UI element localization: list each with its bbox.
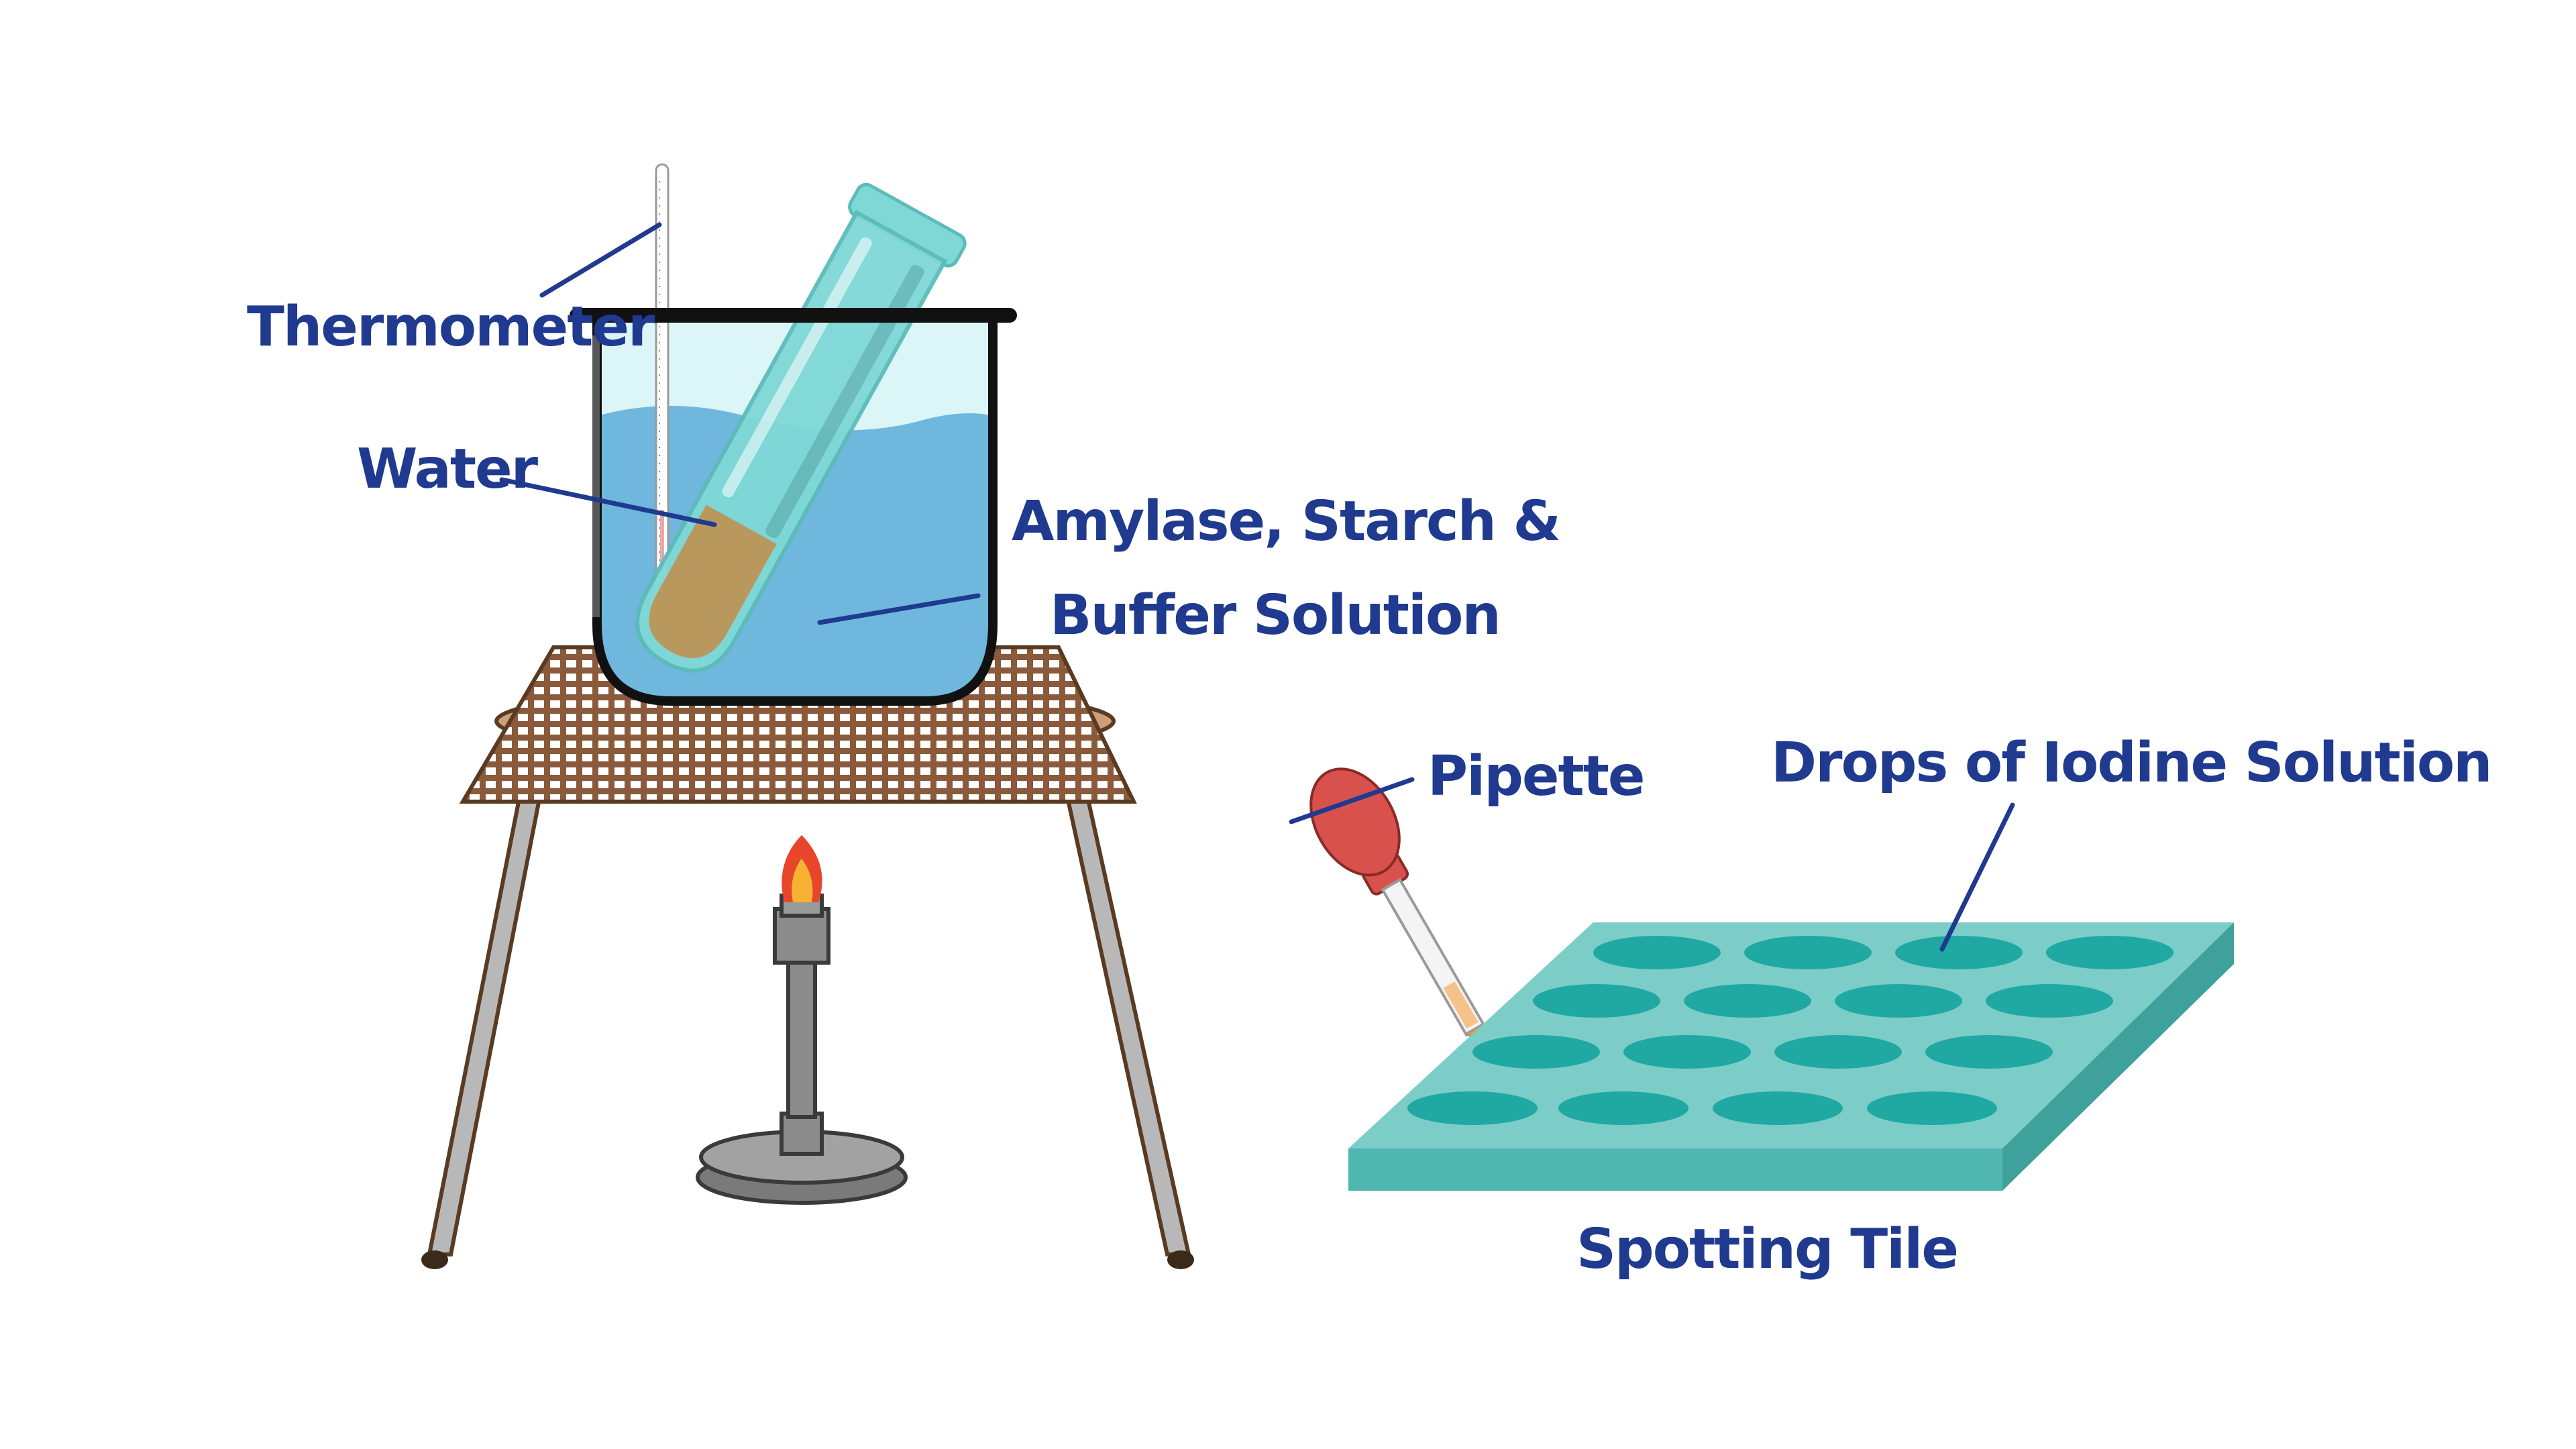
tile-front-face [1348, 1148, 2002, 1191]
leader-water [499, 477, 717, 527]
label-amylase-line1: Amylase, Starch & [1012, 490, 1560, 553]
tile-top-face [1348, 922, 2234, 1148]
test-tube [635, 182, 967, 673]
leader-lines [499, 222, 2015, 952]
beaker [570, 163, 1017, 706]
labels: Thermometer Water Amylase, Starch & Buff… [247, 295, 2493, 1281]
leader-pipette [1289, 777, 1415, 824]
spotting-tile [1348, 922, 2234, 1191]
leader-thermometer [539, 222, 662, 298]
bunsen-burner [696, 835, 908, 1205]
leader-amylase [817, 593, 981, 625]
flame-icon [782, 835, 822, 902]
label-iodine: Drops of Iodine Solution [1771, 731, 2491, 795]
pipette [1309, 767, 1489, 1118]
tripod-leg-right [1061, 776, 1194, 1269]
label-pipette: Pipette [1428, 745, 1644, 808]
label-amylase-line2: Buffer Solution [1050, 584, 1500, 647]
leader-iodine [1939, 802, 2015, 952]
label-spotting-tile: Spotting Tile [1576, 1218, 1957, 1281]
tile-wells [1407, 936, 2174, 1125]
label-thermometer: Thermometer [247, 295, 655, 359]
label-water: Water [357, 437, 539, 501]
tile-side-face [2002, 922, 2234, 1191]
tripod-leg-left [421, 776, 546, 1269]
